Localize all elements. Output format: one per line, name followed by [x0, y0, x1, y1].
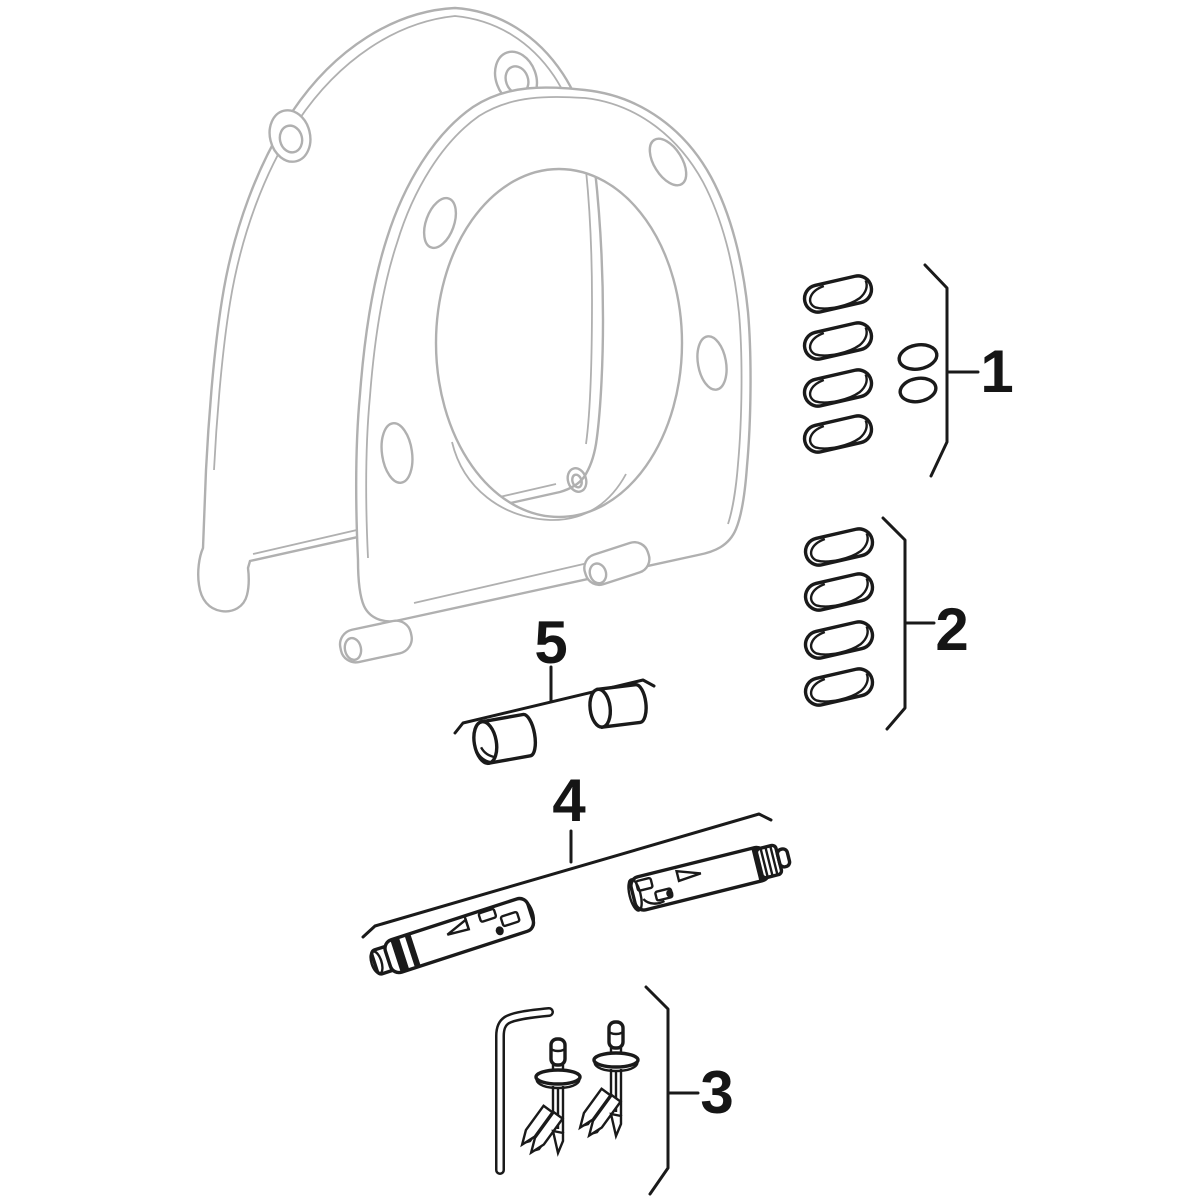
callout-bracket-4: [361, 812, 773, 939]
seat-slot-right: [696, 335, 728, 391]
hinge-damper-right: [627, 843, 792, 912]
part-group-1-buffer-pads: 1: [800, 263, 1014, 478]
toilet-seat-ring-drawing: [338, 86, 752, 664]
allen-key: [495, 1007, 554, 1175]
hinge-damper-left: [369, 896, 536, 976]
part-group-2-buffer-pads: 2: [801, 516, 969, 731]
buffer-pad: [800, 318, 876, 364]
expansion-fixing-bolt: [515, 1037, 582, 1158]
callout-bracket-5: [453, 678, 656, 735]
seat-slot-left: [422, 196, 458, 250]
buffer-pad: [800, 271, 876, 317]
callout-label-1: 1: [980, 338, 1013, 405]
callout-bracket-3: [644, 985, 700, 1196]
buffer-pad: [800, 365, 876, 411]
seat-bottom-thickness-line: [413, 562, 589, 604]
callout-bracket-1: [923, 263, 980, 478]
small-buffer-pad: [897, 343, 939, 371]
callout-label-5: 5: [534, 609, 567, 676]
callout-label-4: 4: [552, 767, 586, 834]
lid-hinge-hole-left: [268, 109, 312, 163]
seat-slot-top-right: [648, 137, 688, 187]
small-buffer-pad: [898, 376, 938, 404]
buffer-pad: [801, 524, 877, 570]
lid-inner-contour: [213, 15, 593, 471]
buffer-pad: [801, 664, 877, 710]
seat-inner-contour: [365, 96, 743, 559]
callout-label-3: 3: [700, 1059, 733, 1126]
callout-bracket-2: [881, 516, 936, 731]
seat-opening-ledge-line: [451, 441, 627, 521]
expansion-fixing-bolt: [573, 1020, 640, 1141]
seat-hinge-lug-right: [583, 541, 651, 587]
callout-label-2: 2: [935, 596, 968, 663]
seat-slot-bottom-left: [380, 422, 414, 484]
bearing-sleeve-split: [472, 712, 538, 766]
part-group-3-fixings: 3: [495, 985, 734, 1196]
seat-hinge-lug-left: [338, 619, 413, 664]
buffer-pad: [801, 569, 877, 615]
part-group-5-bearing-sleeves: 5: [453, 609, 656, 766]
lid-corner-eyelet: [566, 467, 588, 493]
part-group-4-hinge-dampers: 4: [361, 767, 792, 976]
buffer-pad: [801, 617, 877, 663]
buffer-pad: [800, 411, 876, 457]
bearing-sleeve-closed: [588, 683, 648, 729]
